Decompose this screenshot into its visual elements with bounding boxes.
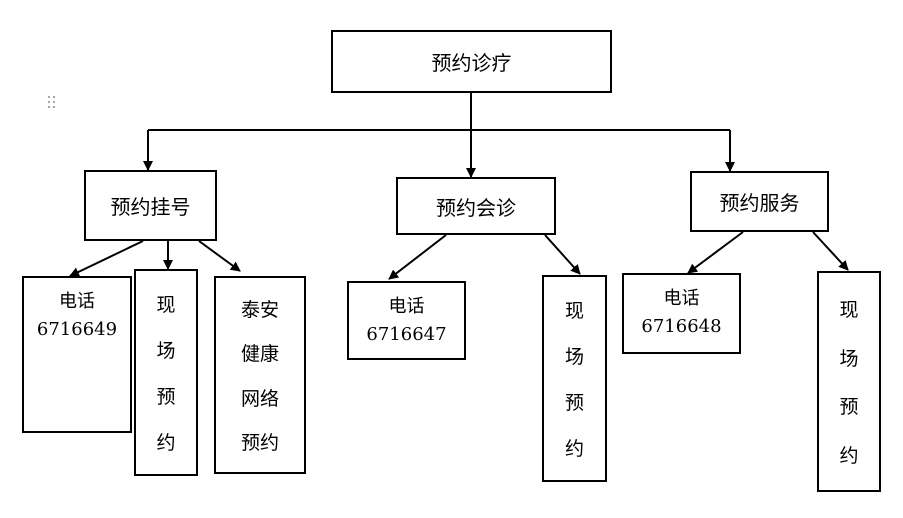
drag-handle-icon[interactable] [48, 96, 58, 110]
leaf-char: 约 [839, 445, 859, 468]
arrow-b2-c1 [388, 234, 447, 280]
branch-label: 预约会诊 [436, 195, 516, 220]
leaf-line1: 电话 [59, 291, 95, 312]
leaf-char: 预 [156, 386, 176, 408]
leaf-char: 约 [564, 438, 584, 460]
leaf-char: 场 [156, 340, 176, 362]
leaf-onsite-service: 现 场 预 约 [817, 271, 881, 492]
leaf-char: 现 [156, 294, 176, 316]
leaf-char: 预 [564, 392, 584, 414]
leaf-char: 泰安 [240, 299, 279, 322]
leaf-char: 健康 [240, 343, 279, 366]
branch-node-service: 预约服务 [690, 171, 829, 232]
leaf-line1: 电话 [388, 296, 425, 317]
leaf-char: 现 [564, 300, 584, 322]
leaf-onsite-consultation: 现 场 预 约 [542, 275, 607, 482]
leaf-line2: 6716648 [641, 316, 722, 337]
leaf-char: 预约 [240, 431, 279, 454]
root-label: 预约诊疗 [431, 51, 512, 75]
branch-node-consultation: 预约会诊 [396, 177, 556, 235]
branch-label: 预约挂号 [110, 195, 191, 219]
leaf-line2: 6716649 [36, 319, 118, 340]
arrow-b2-c2 [544, 234, 581, 275]
leaf-char: 网络 [240, 387, 279, 410]
arrow-b1-c3 [198, 240, 241, 272]
branch-node-registration: 预约挂号 [84, 170, 217, 241]
leaf-char: 约 [156, 432, 176, 454]
leaf-online-registration: 泰安 健康 网络 预约 [214, 276, 306, 474]
arrow-b3-c1 [687, 231, 744, 274]
root-node: 预约诊疗 [331, 30, 612, 93]
leaf-line1: 电话 [663, 288, 700, 309]
leaf-char: 场 [839, 347, 859, 370]
branch-label: 预约服务 [719, 191, 800, 215]
leaf-char: 预 [839, 396, 859, 419]
leaf-phone-service: 电话 6716648 [622, 273, 741, 354]
leaf-char: 现 [839, 298, 859, 321]
arrow-b3-c2 [812, 231, 849, 271]
arrow-b1-c1 [69, 240, 144, 277]
leaf-char: 场 [564, 346, 584, 368]
leaf-onsite-registration: 现 场 预 约 [134, 269, 198, 476]
leaf-line2: 6716647 [366, 324, 447, 345]
leaf-phone-consultation: 电话 6716647 [347, 281, 466, 360]
leaf-phone-registration: 电话 6716649 [22, 276, 132, 433]
